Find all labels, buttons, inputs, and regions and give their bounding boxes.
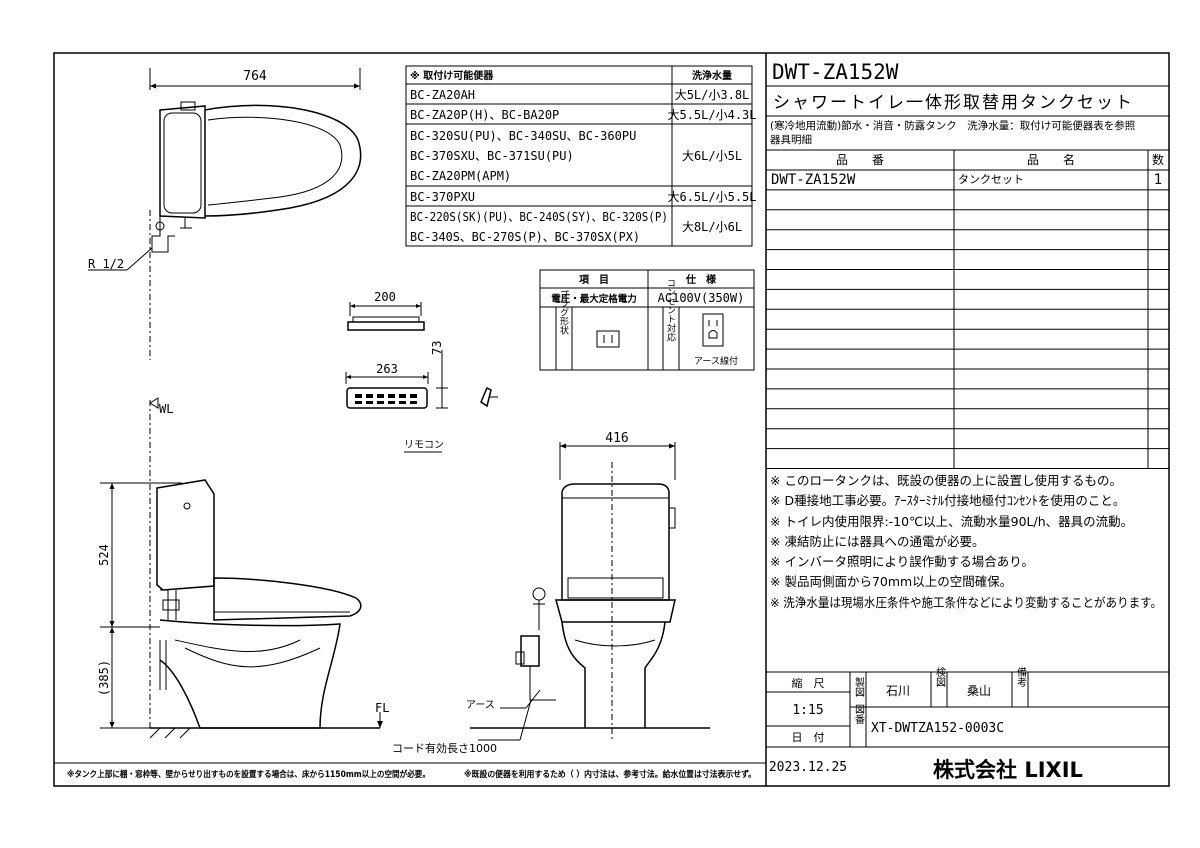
parts-header-qty: 数 (1152, 152, 1164, 167)
notes: ※ このロータンクは、既設の便器の上に設置し使用するもの。 ※ D種接地工事必要… (770, 473, 1162, 610)
wl-label: WL (159, 402, 173, 416)
sheet-border (53, 52, 1170, 787)
drawn-by: 石川 (886, 684, 910, 698)
front-view: 416 アース コード有効長さ1000 (392, 431, 710, 755)
remote-views: 200 263 73 リモコン (345, 290, 498, 453)
compat-row-3c: BC-ZA20PM(APM) (410, 169, 511, 183)
parts-header-name: 品 名 (1027, 152, 1075, 167)
dim-side-height: 524 (97, 544, 111, 566)
checked-label: 検図 (934, 666, 946, 687)
note-4: ※ 凍結防止には器具への通電が必要。 (770, 534, 984, 549)
compat-header-flush: 洗浄水量 (692, 69, 732, 82)
compat-row-1: BC-ZA20AH (410, 88, 475, 102)
checked-by: 桑山 (967, 684, 991, 698)
note-1: ※ このロータンクは、既設の便器の上に設置し使用するもの。 (770, 473, 1122, 488)
note-6: ※ 製品両側面から70mm以上の空間確保。 (770, 574, 1012, 589)
parts-row-name: タンクセット (958, 173, 1024, 186)
compat-row-3b: BC-370SXU、BC-371SU(PU) (410, 149, 574, 163)
scale-label: 縮 尺 (792, 676, 825, 690)
title-block: DWT-ZA152W シャワートイレ一体形取替用タンクセット (寒冷地用流動)節… (766, 60, 1169, 782)
compat-row-5a: BC-220S(SK)(PU)、BC-240S(SY)、BC-320S(P) (410, 210, 668, 224)
side-view: WL 524 (385) FL (97, 397, 389, 739)
footnote-right: ※既設の便器を利用するため（ ）内寸法は、参考寸法。給水位置は寸法表示せず。 (464, 769, 756, 780)
scale-value: 1:15 (792, 703, 823, 718)
compat-row-4: BC-370PXU (410, 190, 475, 204)
drawing-no-label: 図番 (853, 704, 865, 725)
compat-flush-3: 大6L/小5L (682, 149, 742, 163)
note-5: ※ インバータ照明により誤作動する場合あり。 (770, 554, 1034, 569)
date-label: 日 付 (792, 731, 825, 744)
top-view: 764 R 1/2 (88, 68, 362, 360)
note-7: ※ 洗浄水量は現場水圧条件や施工条件などにより変動することがあります。 (770, 595, 1162, 610)
earth-wire-label: アース線付 (694, 355, 738, 367)
dim-top-width: 764 (243, 69, 267, 84)
note-3: ※ トイレ内使用限界:-10℃以上、流動水量90L/h、器具の流動。 (770, 514, 1133, 529)
power-table: 項 目 仕 様 電圧・最大定格電力 AC100V(350W) プラグ形状 コンセ… (539, 269, 755, 371)
compat-header-bowl: ※ 取付け可能便器 (410, 69, 494, 82)
remote-icon (346, 387, 428, 409)
dim-lower-height: (385) (97, 660, 111, 696)
compat-row-5b: BC-340S、BC-270S(P)、BC-370SX(PX) (410, 230, 640, 244)
earth-label: アース (466, 700, 495, 711)
pipe-size: R 1/2 (88, 257, 124, 271)
parts-row-qty: 1 (1154, 172, 1162, 188)
compat-flush-4: 大6.5L/小5.5L (667, 190, 756, 204)
drawing-number: XT-DWTZA152-0003C (871, 721, 1004, 736)
parts-header-code: 品 番 (836, 153, 884, 167)
compat-flush-1: 大5L/小3.8L (675, 88, 750, 102)
date-value: 2023.12.25 (769, 760, 847, 775)
dim-remote-height: 73 (430, 341, 444, 355)
dim-remote-a: 200 (374, 290, 396, 304)
spec-line: (寒冷地用流動)節水・消音・防露タンク 洗浄水量：取付け可能便器表を参照 (770, 119, 1136, 132)
note-2: ※ D種接地工事必要。ｱｰｽﾀｰﾐﾅﾙ付接地極付ｺﾝｾﾝﾄを使用のこと。 (770, 493, 1125, 508)
model-number: DWT-ZA152W (772, 60, 899, 84)
parts-table: 品 番 品 名 数 DWT-ZA152W タンクセット 1 (766, 149, 1169, 469)
product-title: シャワートイレ一体形取替用タンクセット (773, 93, 1134, 113)
outlet-icon (702, 313, 724, 347)
parts-row-code: DWT-ZA152W (771, 172, 856, 188)
power-voltage-value: AC100V(350W) (658, 291, 745, 305)
cord-label: コード有効長さ1000 (392, 741, 497, 755)
compat-row-3a: BC-320SU(PU)、BC-340SU、BC-360PU (410, 129, 636, 143)
remote-label: リモコン (404, 440, 444, 451)
company-name: 株式会社 LIXIL (933, 758, 1083, 782)
plug-label: プラグ形状 (558, 289, 569, 334)
outlet-label: コンセント対応 (665, 279, 676, 343)
footnote-left: ※タンク上部に棚・窓枠等、壁からせり出すものを設置する場合は、床から1150mm… (67, 769, 430, 780)
fl-label: FL (375, 701, 389, 715)
power-col-spec: 仕 様 (685, 273, 717, 286)
compat-table: ※ 取付け可能便器 洗浄水量 BC-ZA20AH 大5L/小3.8L BC-ZA… (405, 65, 757, 247)
compat-flush-2: 大5.5L/小4.3L (667, 108, 756, 122)
power-voltage-label: 電圧・最大定格電力 (551, 293, 637, 305)
dim-remote-b: 263 (376, 362, 398, 376)
power-col-item: 項 目 (579, 274, 609, 286)
plug-icon (596, 330, 620, 348)
approval-block: 縮 尺 1:15 日 付 2023.12.25 製図 図番 石川 検図 桑山 備… (766, 666, 1169, 782)
drawn-label: 製図 (853, 676, 865, 697)
compat-flush-5: 大8L/小6L (682, 220, 742, 234)
dim-front-width: 416 (605, 431, 628, 446)
compat-row-2: BC-ZA20P(H)、BC-BA20P (410, 108, 559, 122)
remarks-label: 備考 (1015, 666, 1027, 688)
parts-caption: 器具明細 (770, 133, 812, 146)
